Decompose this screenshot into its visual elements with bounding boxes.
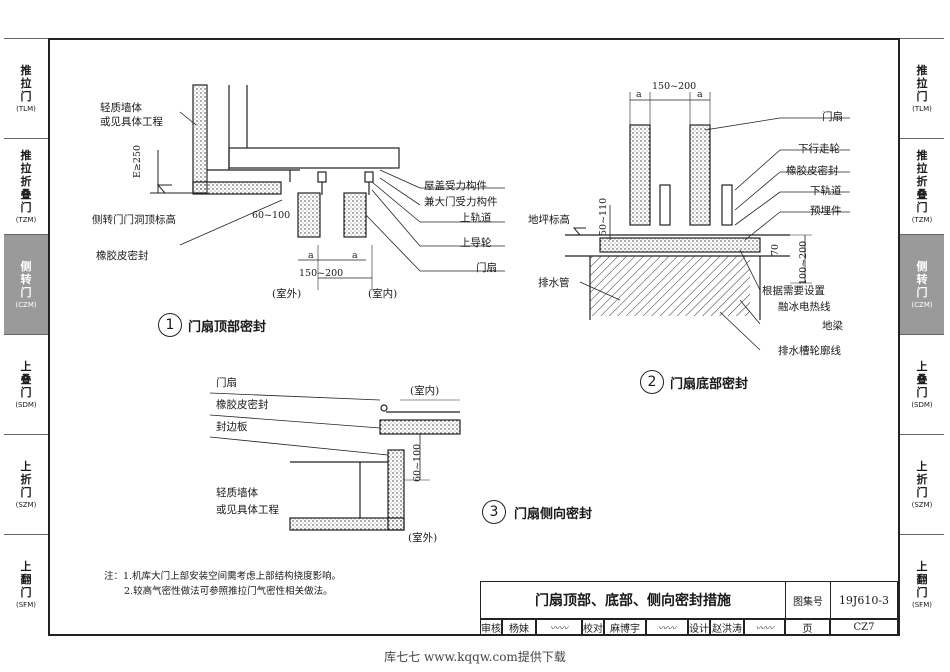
note-line-1: 注：1.机库大门上部安装空间需考虑上部结构挠度影响。 xyxy=(104,571,342,582)
d1-rubber-seal: 橡胶皮密封 xyxy=(96,250,149,262)
side-tab-sdm[interactable]: 上叠门(SDM) xyxy=(900,334,944,435)
d2-dim-150-200: 150~200 xyxy=(652,81,697,92)
d1-dim-60-100: 60~100 xyxy=(252,210,291,221)
d2-drain-trench: 排水槽轮廓线 xyxy=(778,345,841,357)
d2-heating-1: 根据需要设置 xyxy=(762,285,825,297)
d2-dim-a2: a xyxy=(697,89,703,100)
download-footer: 库七七 www.kqqw.com提供下载 xyxy=(384,650,566,664)
d2-title: 门扇底部密封 xyxy=(670,377,749,392)
d3-wall-label-1: 轻质墙体 xyxy=(216,487,258,499)
d2-heating-2: 融冰电热线 xyxy=(778,301,831,313)
d2-lower-rail: 下轨道 xyxy=(810,185,842,197)
d3-dim-60-100: 60~100 xyxy=(412,443,423,482)
d2-dim-50-110: 50~110 xyxy=(598,197,609,236)
d2-dim-100-200: 100~200 xyxy=(798,240,809,285)
side-tab-tlm[interactable]: 推拉门(TLM) xyxy=(4,38,48,139)
d2-floor-elevation: 地坪标高 xyxy=(528,214,570,226)
d2-rubber-seal: 橡胶皮密封 xyxy=(786,165,839,177)
d2-number-circle: 2 xyxy=(640,370,664,394)
d1-dim-e: E≥250 xyxy=(132,144,143,178)
d1-dim-150-200: 150~200 xyxy=(299,268,344,279)
d1-upper-guide: 上导轮 xyxy=(460,237,492,249)
d2-dim-a1: a xyxy=(636,89,642,100)
d1-number-circle: 1 xyxy=(158,313,182,337)
reviewer: 杨妹 xyxy=(502,619,536,635)
d1-roof-member-2: 兼大门受力构件 xyxy=(424,196,498,208)
atlas-label: 图集号 xyxy=(785,581,830,619)
d2-door-leaf: 门扇 xyxy=(822,111,843,123)
d3-door-leaf: 门扇 xyxy=(216,377,237,389)
d2-embedded: 预埋件 xyxy=(810,205,842,217)
d1-title: 门扇顶部密封 xyxy=(188,320,267,335)
drawing-title: 门扇顶部、底部、侧向密封措施 xyxy=(480,581,785,619)
checker-signature: 〰〰 xyxy=(646,619,688,635)
detail2-drawing xyxy=(565,92,850,351)
check-label: 校对 xyxy=(582,619,604,635)
d1-outdoor: (室外) xyxy=(272,288,302,300)
d3-indoor: (室内) xyxy=(410,385,440,397)
drawing-frame xyxy=(48,38,900,636)
d1-opening-elevation: 侧转门门洞顶标高 xyxy=(92,214,176,226)
d2-lower-wheel: 下行走轮 xyxy=(798,143,840,155)
reviewer-signature: 〰〰 xyxy=(536,619,582,635)
side-tab-sfm[interactable]: 上翻门(SFM) xyxy=(4,534,48,635)
left-side-tabs: 推拉门(TLM)推拉折叠门(TZM)侧转门(CZM)上叠门(SDM)上折门(SZ… xyxy=(4,38,48,640)
d3-rubber-seal: 橡胶皮密封 xyxy=(216,399,269,411)
designer: 赵洪涛 xyxy=(710,619,744,635)
d2-drain-pipe: 排水管 xyxy=(538,277,570,289)
atlas-number: 19J610-3 xyxy=(830,581,898,619)
d3-wall-label-2: 或见具体工程 xyxy=(216,504,279,516)
side-tab-tzm[interactable]: 推拉折叠门(TZM) xyxy=(4,138,48,235)
review-label: 审核 xyxy=(480,619,502,635)
d1-wall-label-1: 轻质墙体 xyxy=(100,102,142,114)
side-tab-tlm[interactable]: 推拉门(TLM) xyxy=(900,38,944,139)
design-label: 设计 xyxy=(688,619,710,635)
d1-door-leaf: 门扇 xyxy=(476,262,497,274)
side-tab-czm[interactable]: 侧转门(CZM) xyxy=(900,234,944,335)
notes: 注：1.机库大门上部安装空间需考虑上部结构挠度影响。 2.较高气密性做法可参照推… xyxy=(104,569,341,599)
designer-signature: 〰〰 xyxy=(744,619,785,635)
side-tab-czm[interactable]: 侧转门(CZM) xyxy=(4,234,48,335)
detail3-drawing xyxy=(209,392,461,531)
note-line-2: 2.较高气密性做法可参照推拉门气密性相关做法。 xyxy=(124,586,333,597)
d1-indoor: (室内) xyxy=(368,288,398,300)
d2-dim-70: 70 xyxy=(770,243,781,256)
d1-dim-a1: a xyxy=(308,250,314,261)
right-side-tabs: 推拉门(TLM)推拉折叠门(TZM)侧转门(CZM)上叠门(SDM)上折门(SZ… xyxy=(900,38,944,640)
d3-outdoor: (室外) xyxy=(408,532,438,544)
title-block: 门扇顶部、底部、侧向密封措施 图集号 19J610-3 审核 杨妹 〰〰 校对 … xyxy=(480,581,898,635)
side-tab-szm[interactable]: 上折门(SZM) xyxy=(4,434,48,535)
page-number: CZ7 xyxy=(830,619,898,635)
checker: 麻博宇 xyxy=(604,619,646,635)
side-tab-tzm[interactable]: 推拉折叠门(TZM) xyxy=(900,138,944,235)
detail1-drawing xyxy=(150,84,505,290)
side-tab-szm[interactable]: 上折门(SZM) xyxy=(900,434,944,535)
side-tab-sdm[interactable]: 上叠门(SDM) xyxy=(4,334,48,435)
page-label: 页 xyxy=(785,619,830,635)
d1-upper-rail: 上轨道 xyxy=(460,212,492,224)
d2-ground-beam: 地梁 xyxy=(822,320,843,332)
d1-roof-member-1: 屋盖受力构件 xyxy=(424,180,487,192)
d3-number-circle: 3 xyxy=(482,500,506,524)
d1-dim-a2: a xyxy=(352,250,358,261)
d1-wall-label-2: 或见具体工程 xyxy=(100,116,163,128)
side-tab-sfm[interactable]: 上翻门(SFM) xyxy=(900,534,944,635)
d3-title: 门扇侧向密封 xyxy=(514,507,593,522)
d3-edge-plate: 封边板 xyxy=(216,421,248,433)
